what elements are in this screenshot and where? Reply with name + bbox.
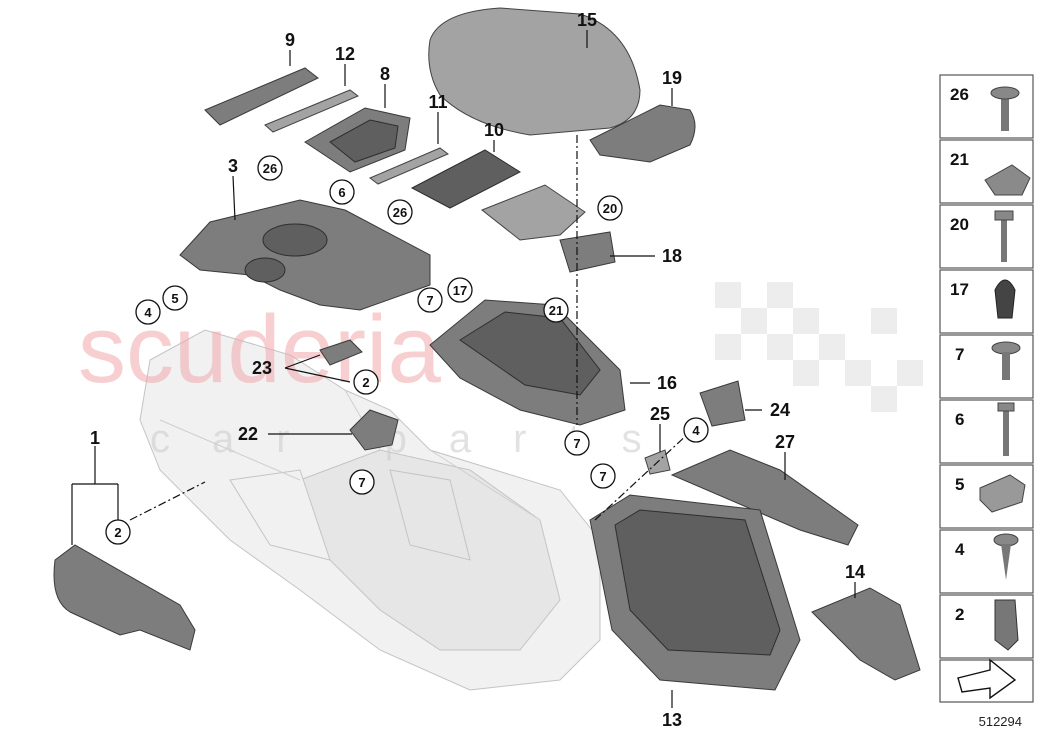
hinge-18 [559,231,616,273]
circled-callout-20: 20 [597,195,623,221]
trim-strip-9 [204,67,319,126]
svg-text:7: 7 [358,475,365,490]
svg-text:7: 7 [426,293,433,308]
rail-12 [264,89,359,133]
rubber-buffer-icon [994,279,1016,319]
cup-holder [262,223,328,257]
svg-text:26: 26 [393,205,407,220]
storage-tray-cavity [329,119,399,163]
svg-text:4: 4 [144,305,152,320]
parts-sidebar: 26 21 20 17 7 6 5 4 2 [939,74,1034,703]
sidebar-num-4: 4 [955,540,965,559]
callout-27: 27 [775,432,795,452]
watermark-checkers [715,282,923,412]
circled-callout-4b: 4 [683,417,709,443]
svg-text:21: 21 [549,303,563,318]
circled-callout-7b: 7 [564,430,590,456]
watermark-sub: car parts [150,417,684,461]
spring-clip-icon [994,599,1019,651]
svg-text:6: 6 [338,185,345,200]
sidebar-num-17: 17 [950,280,969,299]
side-panel-1 [53,544,196,651]
callout-1: 1 [90,428,100,448]
callout-18: 18 [662,246,682,266]
callout-24: 24 [770,400,790,420]
sidebar-num-6: 6 [955,410,964,429]
nut-clip-icon [979,474,1026,513]
sidebar-num-2: 2 [955,605,964,624]
callout-11: 11 [428,92,447,112]
callout-25: 25 [650,404,670,424]
callout-23: 23 [252,358,272,378]
circled-callout-7a: 7 [417,287,443,313]
circled-callout-2a: 2 [353,369,379,395]
svg-text:7: 7 [573,436,580,451]
callout-22: 22 [238,424,258,444]
self-tapping-screw-icon [993,533,1019,580]
circled-callout-6: 6 [329,179,355,205]
callout-12: 12 [335,44,355,64]
rail-11 [369,147,449,185]
circled-callout-21: 21 [543,297,569,323]
cup-holder-2 [244,257,286,283]
mat-27 [670,449,859,546]
console-housing-ghost [139,329,601,691]
sidebar-num-20: 20 [950,215,969,234]
circled-callout-7d: 7 [590,463,616,489]
svg-text:26: 26 [263,161,277,176]
long-bolt-icon [997,402,1015,456]
callout-9: 9 [285,30,295,50]
armrest-lid [428,7,641,136]
callout-14: 14 [845,562,865,582]
direction-arrow-icon [957,658,1017,700]
circled-callout-2b: 2 [105,519,131,545]
callout-15: 15 [577,10,597,30]
bracket-14 [811,587,921,681]
svg-text:20: 20 [603,201,617,216]
bolt-icon [994,210,1014,262]
callout-8: 8 [380,64,390,84]
sidebar-num-5: 5 [955,475,964,494]
mounting-plate [481,184,586,241]
sidebar-num-7: 7 [955,345,964,364]
sidebar-num-26: 26 [950,85,969,104]
callout-3: 3 [228,156,238,176]
bracket-23 [319,339,363,366]
reference-number: 512294 [979,714,1022,729]
flange-screw-icon [991,341,1021,380]
svg-text:7: 7 [599,469,606,484]
circled-callout-4: 4 [135,299,161,325]
sidebar-num-21: 21 [950,150,969,169]
circled-callout-7c: 7 [349,469,375,495]
callout-10: 10 [484,120,504,140]
leader-lines [71,30,856,708]
storage-bin-interior [614,509,781,656]
mat-10 [410,149,522,209]
svg-text:2: 2 [362,375,369,390]
callout-19: 19 [662,68,682,88]
svg-text:4: 4 [692,423,700,438]
callout-16: 16 [657,373,677,393]
circled-callout-26a: 26 [257,155,283,181]
watermark-main: scuderia [78,296,441,403]
console-tray-recess [459,311,601,396]
circled-callout-17: 17 [447,277,473,303]
svg-text:5: 5 [171,291,178,306]
svg-text:2: 2 [114,525,121,540]
switch-22 [349,409,399,451]
circled-callout-26b: 26 [387,199,413,225]
screw-icon [990,86,1020,131]
callout-13: 13 [662,710,682,730]
clip-icon [984,164,1031,196]
circled-callout-5: 5 [162,285,188,311]
svg-text:17: 17 [453,283,467,298]
armrest-trim [589,104,696,163]
cover-24 [699,380,746,427]
